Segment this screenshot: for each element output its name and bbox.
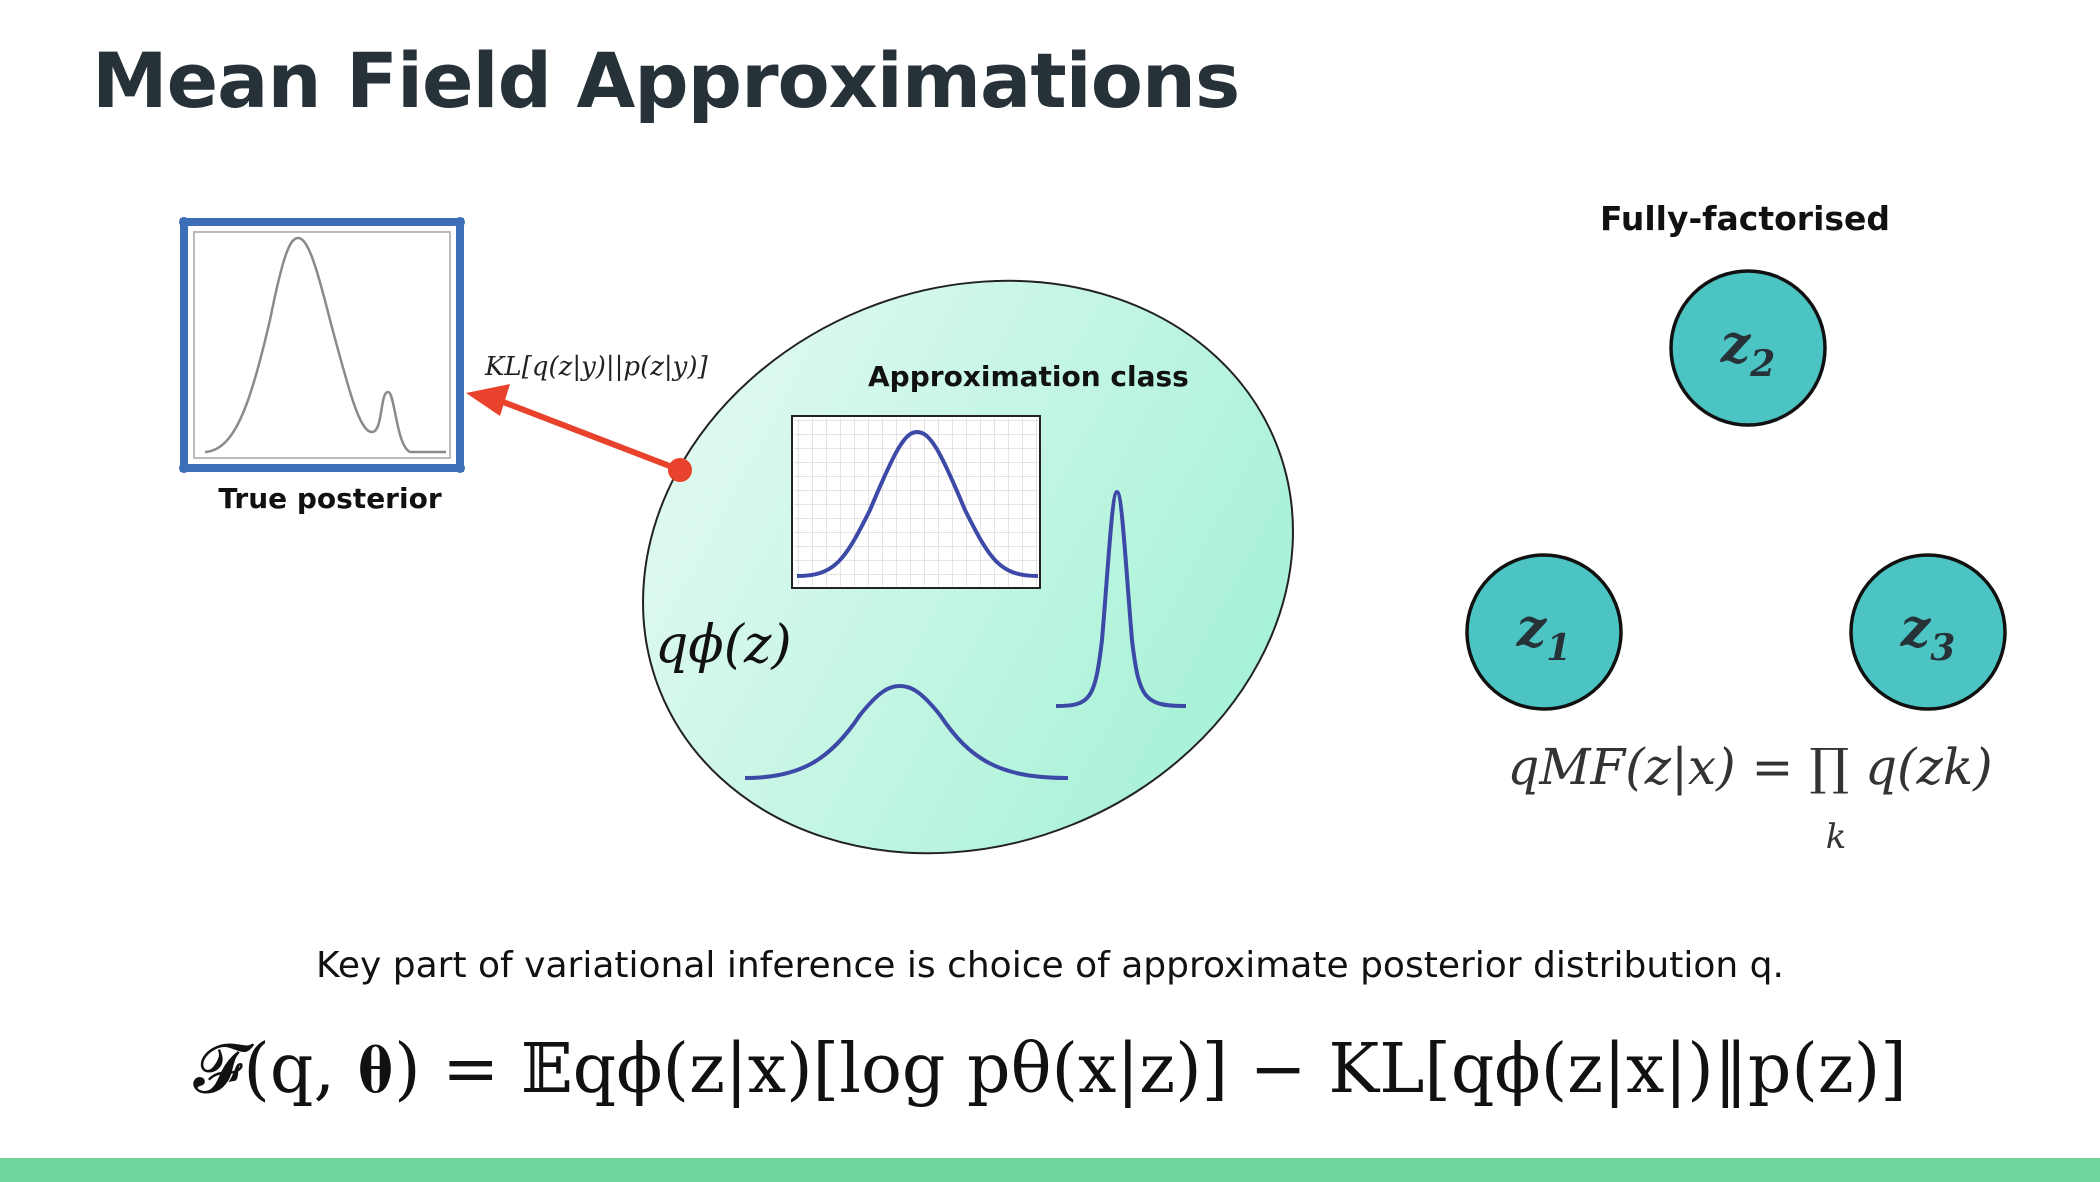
node-z2: z2 (1669, 269, 1827, 427)
grid-plot-gaussian-curve (796, 429, 1039, 578)
node-z1: z1 (1465, 553, 1623, 711)
true-posterior-label: True posterior (218, 482, 441, 515)
grid-plot-gridlines (794, 418, 1038, 586)
q-phi-label: qϕ(z) (655, 615, 792, 675)
approximation-grid-plot (791, 415, 1041, 589)
node-z1-label: z1 (1516, 598, 1572, 669)
node-z2-label: z2 (1720, 314, 1776, 385)
fully-factorised-heading: Fully-factorised (1600, 199, 1890, 238)
slide-title: Mean Field Approximations (92, 36, 1240, 125)
product-index-label: k (1826, 817, 1847, 857)
node-z3-label: z3 (1900, 598, 1956, 669)
node-z3-circle (1849, 553, 2007, 711)
bottom-accent-bar (0, 1158, 2100, 1182)
approximation-class-label: Approximation class (868, 360, 1189, 393)
kl-arrow-head (466, 384, 510, 416)
posterior-inner-frame (193, 231, 451, 459)
mean-field-equation: qMF(z|x) = ∏ q(zk) (1507, 738, 1992, 796)
wide-gaussian-curve (744, 683, 1069, 780)
kl-divergence-label: KL[q(z|y)||p(z|y)] (484, 352, 709, 382)
node-z3: z3 (1849, 553, 2007, 711)
node-z1-circle (1465, 553, 1623, 711)
true-posterior-plot: True posterior (179, 217, 465, 515)
node-z2-circle (1669, 269, 1827, 427)
narrow-gaussian-curve (1055, 489, 1187, 708)
kl-arrow-origin-dot (668, 458, 692, 482)
kl-arrow (466, 384, 692, 482)
posterior-frame (180, 218, 464, 472)
caption-text: Key part of variational inference is cho… (316, 945, 1784, 986)
true-posterior-curve (204, 236, 446, 454)
elbo-formula: 𝓕(q, 𝛉) = 𝔼qϕ(z|x)[log pθ(x|z)] − KL[qϕ(… (193, 1030, 1907, 1109)
kl-arrow-shaft (496, 397, 682, 473)
